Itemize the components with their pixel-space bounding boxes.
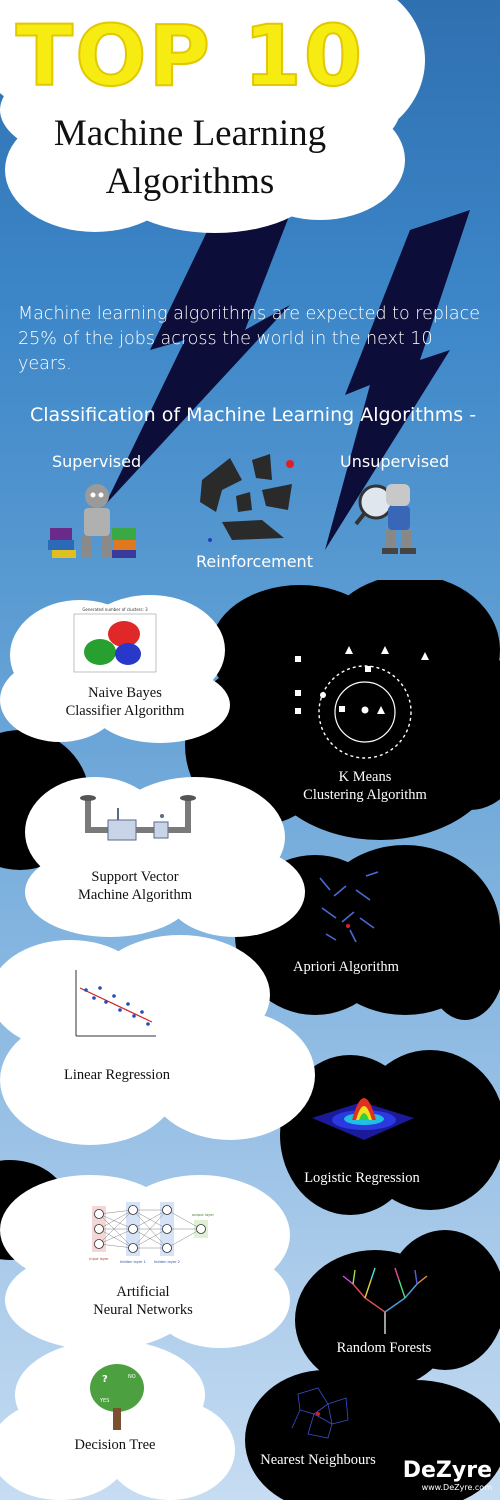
reinforcement-label: Reinforcement xyxy=(196,552,313,571)
random-forest-tree-icon xyxy=(342,1267,428,1334)
kmeans-clusters-icon xyxy=(295,646,429,759)
ann-line-1: Artificial xyxy=(116,1284,170,1300)
ann-hidden-1-label: hidden layer 1 xyxy=(120,1260,146,1264)
lightning-bolt-right xyxy=(325,210,470,550)
svm-line-1: Support Vector xyxy=(91,869,179,885)
random-forests-line-1: Random Forests xyxy=(336,1340,432,1356)
title-line-2: Algorithms xyxy=(105,161,275,202)
nearest-neighbours-label: Nearest Neighbours xyxy=(218,1451,418,1469)
title-line-1: Machine Learning xyxy=(53,113,327,154)
decision-tree-question: ? xyxy=(102,1374,108,1385)
classification-heading: Classification of Machine Learning Algor… xyxy=(30,404,477,426)
linear-regression-plot-icon xyxy=(75,970,156,1037)
naive-bayes-label: Naive Bayes Classifier Algorithm xyxy=(25,684,225,720)
apriori-label: Apriori Algorithm xyxy=(246,958,446,976)
apriori-line-1: Apriori Algorithm xyxy=(293,959,399,975)
logistic-regression-label: Logistic Regression xyxy=(262,1169,462,1187)
reinforcement-icon xyxy=(200,454,294,542)
supervised-robot-icon xyxy=(48,484,136,558)
ann-line-2: Neural Networks xyxy=(93,1302,193,1318)
nearest-neighbours-line-1: Nearest Neighbours xyxy=(260,1452,376,1468)
supervised-label: Supervised xyxy=(52,452,142,471)
kmeans-line-2: Clustering Algorithm xyxy=(303,787,427,803)
lightning-bolts xyxy=(105,175,470,550)
naive-bayes-chart-title: Generated number of clusters: 3 xyxy=(82,607,148,612)
lightning-bolt-left xyxy=(105,175,305,505)
decision-tree-yes: YES xyxy=(99,1398,109,1404)
brand-logo: DeZyre www.DeZyre.com xyxy=(403,1458,492,1492)
white-cloud-linear-regression xyxy=(0,935,315,1145)
white-cloud-svm xyxy=(25,777,305,937)
dark-cloud-logistic xyxy=(280,1050,500,1215)
logistic-regression-surface-icon xyxy=(312,1098,414,1140)
decision-tree-line-1: Decision Tree xyxy=(74,1437,156,1453)
ann-hidden-2-label: hidden layer 2 xyxy=(154,1260,180,1264)
decision-tree-label: Decision Tree xyxy=(15,1436,215,1454)
logistic-regression-line-1: Logistic Regression xyxy=(304,1170,420,1186)
svm-label: Support Vector Machine Algorithm xyxy=(35,868,235,904)
svm-pipes-icon xyxy=(80,795,196,841)
unsupervised-robot-icon xyxy=(354,484,416,554)
svm-line-2: Machine Algorithm xyxy=(78,887,192,903)
neural-network-icon: input layer hidden layer 1 hidden layer … xyxy=(89,1202,215,1264)
linear-regression-line-1: Linear Regression xyxy=(64,1067,170,1083)
unsupervised-label: Unsupervised xyxy=(340,452,450,471)
dark-cloud-nearest-neighbours xyxy=(245,1370,500,1500)
naive-bayes-scatter-icon: Generated number of clusters: 3 xyxy=(73,607,157,673)
naive-bayes-line-2: Classifier Algorithm xyxy=(65,703,185,719)
kmeans-line-1: K Means xyxy=(338,769,392,785)
ann-input-layer-label: input layer xyxy=(89,1257,109,1261)
decision-tree-icon: ? NO YES xyxy=(90,1364,144,1430)
linear-regression-label: Linear Regression xyxy=(17,1066,217,1084)
kmeans-label: K Means Clustering Algorithm xyxy=(265,768,465,804)
nearest-neighbours-graph-icon xyxy=(291,1387,349,1439)
apriori-graph-icon xyxy=(319,871,379,943)
intro-text: Machine learning algorithms are expected… xyxy=(18,304,480,374)
title-cloud xyxy=(0,0,425,233)
ann-label: Artificial Neural Networks xyxy=(43,1283,243,1319)
brand-name: DeZyre xyxy=(402,1458,492,1483)
title-top-10: TOP 10 xyxy=(15,7,365,105)
random-forests-label: Random Forests xyxy=(284,1339,484,1357)
dark-cloud-random-forests xyxy=(295,1230,500,1390)
brand-url: www.DeZyre.com xyxy=(421,1483,492,1492)
decision-tree-no: NO xyxy=(128,1374,136,1380)
naive-bayes-line-1: Naive Bayes xyxy=(88,685,162,701)
ann-output-layer-label: output layer xyxy=(192,1213,215,1217)
